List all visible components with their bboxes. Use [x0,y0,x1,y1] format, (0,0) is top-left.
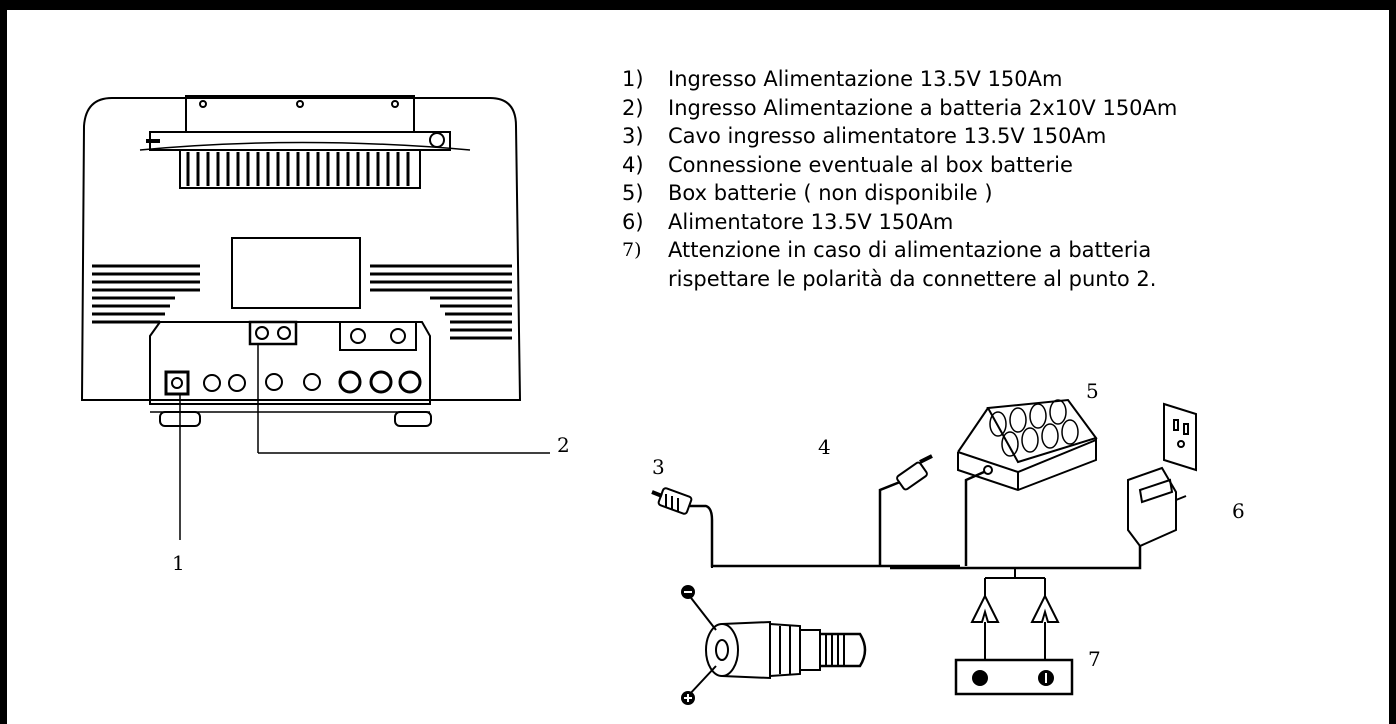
callout-5: 5 [1086,379,1099,403]
legend-item-1: 1)Ingresso Alimentazione 13.5V 150Am [622,67,1063,91]
left-grille [92,264,200,324]
callout-6: 6 [1232,499,1245,523]
callout-1: 1 [172,551,185,575]
legend-list: 1)Ingresso Alimentazione 13.5V 150Am 2)I… [622,65,1177,293]
right-grille [370,264,512,340]
legend-item-7-line1: Attenzione in caso di alimentazione a ba… [668,238,1152,262]
wall-outlet [1163,402,1197,472]
battery-box-5 [957,398,1098,492]
polarity-jack-detail [687,593,867,697]
device-rear-panel [80,95,550,540]
legend-item-7: 7)Attenzione in caso di alimentazione a … [622,236,1177,293]
wiring-diagram [690,470,1142,596]
callout-3: 3 [652,455,665,479]
legend-item-6: 6)Alimentatore 13.5V 150Am [622,209,954,234]
legend-item-4: 4)Connessione eventuale al box batterie [622,152,1073,177]
clamps-battery-7 [954,593,1074,696]
plug-3 [651,487,693,515]
legend-item-7-line2: rispettare le polarità da connettere al … [668,266,1157,291]
legend-item-3: 3)Cavo ingresso alimentatore 13.5V 150Am [622,124,1107,148]
minus-terminal-icon [681,585,695,599]
callout-2: 2 [557,433,570,457]
legend-item-5: 5)Box batterie ( non disponibile ) [622,181,993,205]
callout-7: 7 [1088,647,1101,671]
plus-terminal-icon [681,691,695,705]
power-adapter-6 [1127,466,1187,548]
connector-4 [896,454,933,491]
fin-teeth [186,152,410,186]
legend-item-2: 2)Ingresso Alimentazione a batteria 2x10… [622,95,1178,120]
vent-fins [179,149,421,189]
callout-4: 4 [818,435,831,459]
